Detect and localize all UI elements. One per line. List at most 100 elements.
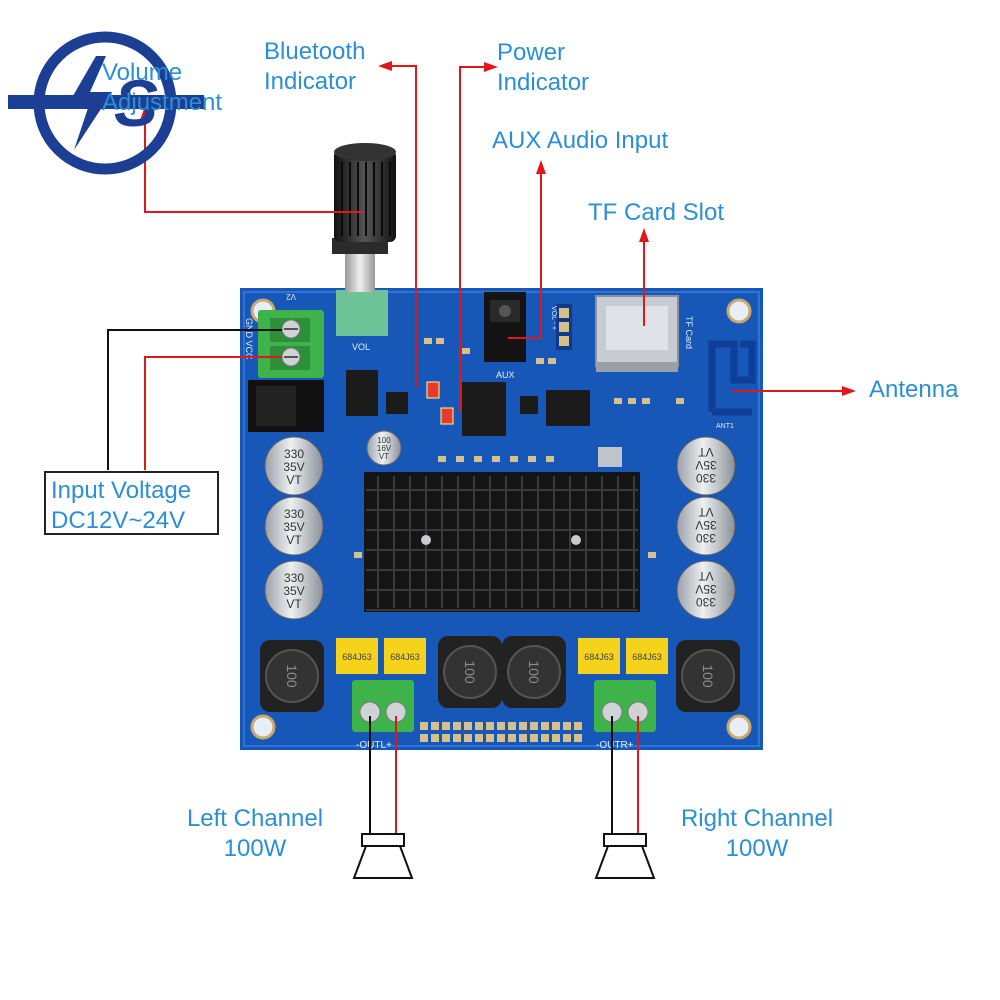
silk-aux: AUX (496, 370, 515, 380)
film-capacitor-marking: 684J63 (632, 652, 662, 662)
power-indicator-line2: Indicator (497, 69, 590, 96)
inductor: 100 (438, 636, 502, 708)
capacitor-marking: 35V (695, 582, 716, 596)
inductor: 100 (676, 640, 740, 712)
inductor-marking: 100 (284, 664, 300, 688)
silk-out-right: -OUTR+ (596, 740, 634, 751)
capacitor-marking: 35V (283, 520, 304, 534)
smd-chips (346, 370, 622, 467)
capacitor-marking: 35V (283, 460, 304, 474)
svg-text:S: S (114, 66, 158, 140)
film-capacitors: 684J63 684J63 684J63 684J63 (336, 638, 668, 674)
capacitor-marking: 35V (283, 584, 304, 598)
capacitor-marking: 330 (696, 471, 716, 485)
capacitor-marking: 35V (695, 518, 716, 532)
inductor: 100 (502, 636, 566, 708)
svg-text:100: 100 (377, 436, 391, 445)
capacitor-marking: VT (286, 473, 302, 487)
inductors: 100 100 100 100 (260, 636, 740, 712)
capacitor-marking: VT (698, 569, 714, 583)
volume-adjustment-line1: Volume (102, 59, 183, 86)
silk-vol-pins: VOL - + (550, 306, 557, 330)
board-silkscreen: VOL AUX TF Card GND VCC -OUTL+ -OUTR+ AN… (244, 292, 734, 751)
capacitor-marking: 35V (695, 458, 716, 472)
arrowheads (140, 61, 856, 396)
dc-power-jack (248, 380, 324, 432)
capacitor-marking: 330 (284, 507, 304, 521)
small-capacitor-label: 100 16V VT (377, 436, 392, 461)
power-indicator-line1: Power (497, 39, 566, 66)
power-terminal-block (258, 310, 324, 378)
inductor-marking: 100 (526, 660, 542, 684)
bottom-pin-row (420, 722, 582, 742)
silk-v2: V2 (286, 292, 296, 301)
mounting-hole (726, 714, 752, 740)
bluetooth-pointer-line (390, 65, 417, 388)
capacitor-marking: 330 (696, 595, 716, 609)
capacitor-marking: 330 (284, 447, 304, 461)
capacitor-marking: VT (698, 445, 714, 459)
right-speaker-icon (594, 833, 656, 879)
right-channel-line2: 100W (725, 835, 789, 862)
left-speaker-icon (352, 833, 414, 879)
silk-tf-card: TF Card (684, 316, 694, 349)
capacitor-marking: VT (286, 597, 302, 611)
mounting-hole (726, 298, 752, 324)
volume-pointer-line (144, 118, 364, 213)
inductor-marking: 100 (462, 660, 478, 684)
tf-card-slot (595, 295, 679, 372)
bluetooth-indicator-label: Bluetooth Indicator (264, 37, 365, 97)
power-pointer-line (459, 66, 486, 412)
smd-passives (354, 338, 684, 558)
input-voltage-black-wire (107, 329, 282, 470)
heatsink (364, 472, 640, 612)
left-channel-label: Left Channel 100W (180, 804, 330, 864)
right-output-terminal (594, 680, 656, 732)
input-voltage-pointer-line (144, 356, 282, 470)
electrolytic-capacitors: 33035VVT33035VVT33035VVT33035VVT33035VVT… (264, 436, 736, 620)
silk-out-left: -OUTL+ (356, 740, 392, 751)
svg-text:VT: VT (379, 452, 389, 461)
mounting-hole (250, 714, 276, 740)
left-output-terminal (352, 680, 414, 732)
right-channel-line1: Right Channel (680, 805, 834, 832)
silk-ant: ANT1 (716, 423, 734, 430)
antenna-trace (708, 340, 756, 416)
aux-pointer-line (508, 172, 542, 339)
film-capacitor-marking: 684J63 (584, 652, 614, 662)
aux-audio-input-label: AUX Audio Input (492, 127, 669, 154)
volume-header-pins (556, 304, 572, 350)
volume-potentiometer (332, 143, 396, 336)
brand-logo: S (8, 31, 204, 175)
ground-wires (107, 329, 613, 834)
input-voltage-line2: DC12V~24V (51, 507, 186, 534)
power-indicator-label: Power Indicator (497, 38, 589, 98)
capacitor-marking: 330 (696, 531, 716, 545)
right-channel-label: Right Channel 100W (674, 804, 840, 864)
film-capacitor-marking: 684J63 (342, 652, 372, 662)
bluetooth-indicator-line2: Indicator (264, 68, 357, 95)
tf-card-slot-label: TF Card Slot (588, 199, 725, 226)
input-voltage-box: Input Voltage DC12V~24V (44, 471, 219, 535)
volume-adjustment-line2: Adjustment (102, 89, 223, 116)
inductor: 100 (260, 640, 324, 712)
inductor-marking: 100 (700, 664, 716, 688)
small-electrolytic-capacitor (366, 430, 402, 466)
aux-jack (484, 292, 526, 362)
capacitor-marking: VT (698, 505, 714, 519)
capacitor-marking: 330 (284, 571, 304, 585)
capacitor-marking: VT (286, 533, 302, 547)
antenna-label: Antenna (869, 376, 959, 403)
silk-gnd-vcc: GND VCC (244, 318, 254, 360)
film-capacitor-marking: 684J63 (390, 652, 420, 662)
svg-text:16V: 16V (377, 444, 392, 453)
silk-vol: VOL (352, 342, 370, 352)
input-voltage-line1: Input Voltage (51, 477, 192, 504)
indicator-leds (426, 381, 454, 425)
